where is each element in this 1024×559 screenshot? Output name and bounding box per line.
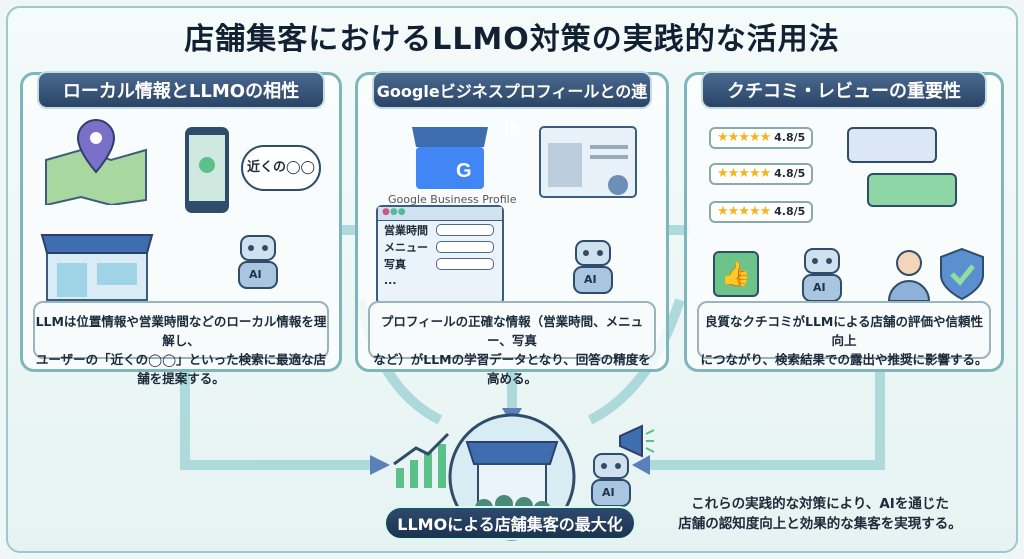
ai-robot-icon: AI bbox=[568, 235, 618, 295]
description-line: 良質なクチコミがLLMによる店舗の評価や信頼性向上 bbox=[705, 314, 983, 348]
field-label: 営業時間 bbox=[384, 223, 428, 237]
robot-label: AI bbox=[813, 281, 826, 294]
google-business-profile-logo: Google Business Profile bbox=[388, 193, 517, 206]
description-line: ユーザーの「近くの◯◯」といった検索に最適な店舗を提案する。 bbox=[35, 352, 327, 386]
field-label: ... bbox=[384, 274, 397, 287]
growth-chart-icon bbox=[393, 432, 450, 488]
panel-reviews: クチコミ・レビューの重要性 ★★★★★ 4.8/5 ★★★★★ 4.8/5 ★★… bbox=[684, 71, 1004, 372]
form-row-hours: 営業時間 bbox=[384, 221, 502, 238]
review-rating: ★★★★★ 4.8/5 bbox=[709, 127, 814, 149]
form-row-more: ... bbox=[384, 272, 502, 289]
review-rating: ★★★★★ 4.8/5 bbox=[709, 163, 814, 185]
map-pin-icon bbox=[45, 118, 147, 205]
panel-local-info: ローカル情報とLLMOの相性 近くの◯◯ AI LLMは位置情報や営業時間などの… bbox=[20, 71, 342, 386]
rating-value: 4.8/5 bbox=[774, 205, 806, 218]
store-icon bbox=[40, 234, 154, 301]
star-rating-icon: ★★★★★ bbox=[717, 130, 771, 145]
photos-select[interactable] bbox=[436, 257, 494, 270]
review-rating: ★★★★★ 4.8/5 bbox=[709, 201, 814, 223]
description-line: など）がLLMの学習データとなり、回答の精度を高める。 bbox=[373, 352, 651, 386]
profile-form: ●●● 営業時間 メニュー 写真 ... bbox=[376, 205, 504, 305]
ai-robot-icon: AI bbox=[797, 243, 847, 303]
rating-value: 4.8/5 bbox=[774, 167, 806, 180]
summary-line: 店舗の認知度向上と効果的な集客を実現する。 bbox=[678, 516, 962, 532]
ai-robot-icon: AI bbox=[586, 448, 636, 508]
menu-select[interactable] bbox=[436, 240, 494, 253]
user-icon bbox=[887, 250, 931, 302]
panel-google-business-profile: Googleビジネスプロフィールとの連携 G Google Business P… bbox=[355, 71, 669, 386]
page-title: 店舗集客におけるLLMO対策の実践的な活用法 bbox=[184, 22, 840, 57]
panel-heading: Googleビジネスプロフィールとの連携 bbox=[372, 71, 652, 139]
form-row-photos: 写真 bbox=[384, 255, 502, 272]
chat-bubble-icon bbox=[867, 173, 957, 207]
speech-bubble: 近くの◯◯ bbox=[241, 145, 321, 191]
arrow-left-to-center bbox=[180, 370, 370, 470]
hours-select[interactable] bbox=[436, 223, 494, 236]
star-rating-icon: ★★★★★ bbox=[717, 204, 771, 219]
description-line: プロフィールの正確な情報（営業時間、メニュー、写真 bbox=[380, 314, 644, 348]
web-page-icon bbox=[539, 126, 637, 198]
shield-check-icon bbox=[940, 247, 984, 301]
megaphone-icon bbox=[619, 424, 655, 458]
robot-label: AI bbox=[584, 273, 597, 286]
chat-bubble-icon bbox=[847, 127, 937, 163]
arrow-right-to-center bbox=[650, 370, 885, 470]
bottom-goal-label: LLMOによる店舗集客の最大化 bbox=[384, 506, 636, 540]
field-label: 写真 bbox=[384, 257, 406, 271]
ai-robot-icon: AI bbox=[233, 230, 283, 290]
robot-label: AI bbox=[602, 486, 615, 499]
rating-value: 4.8/5 bbox=[774, 131, 806, 144]
thumbs-up-icon: 👍 bbox=[713, 251, 759, 297]
panel-description: プロフィールの正確な情報（営業時間、メニュー、写真 など）がLLMの学習データと… bbox=[368, 301, 656, 386]
field-label: メニュー bbox=[384, 240, 428, 254]
robot-label: AI bbox=[249, 268, 262, 281]
summary-text: これらの実践的な対策により、AIを通じた 店舗の認知度向上と効果的な集客を実現す… bbox=[640, 494, 1000, 534]
panel-description: 良質なクチコミがLLMによる店舗の評価や信頼性向上 につながり、検索結果での露出… bbox=[697, 301, 991, 367]
bubble-text: 近くの◯◯ bbox=[246, 160, 316, 175]
panel-heading: クチコミ・レビューの重要性 bbox=[701, 71, 987, 109]
panel-description: LLMは位置情報や営業時間などのローカル情報を理解し、 ユーザーの「近くの◯◯」… bbox=[33, 301, 329, 386]
smartphone-icon bbox=[185, 127, 229, 213]
svg-text:G: G bbox=[456, 160, 472, 182]
form-row-menu: メニュー bbox=[384, 238, 502, 255]
description-line: につながり、検索結果での露出や推奨に影響する。 bbox=[700, 352, 988, 367]
google-business-store-icon: G bbox=[412, 127, 488, 189]
star-rating-icon: ★★★★★ bbox=[717, 166, 771, 181]
panel-heading: ローカル情報とLLMOの相性 bbox=[37, 71, 325, 109]
summary-line: これらの実践的な対策により、AIを通じた bbox=[691, 496, 949, 512]
description-line: LLMは位置情報や営業時間などのローカル情報を理解し、 bbox=[35, 314, 327, 348]
